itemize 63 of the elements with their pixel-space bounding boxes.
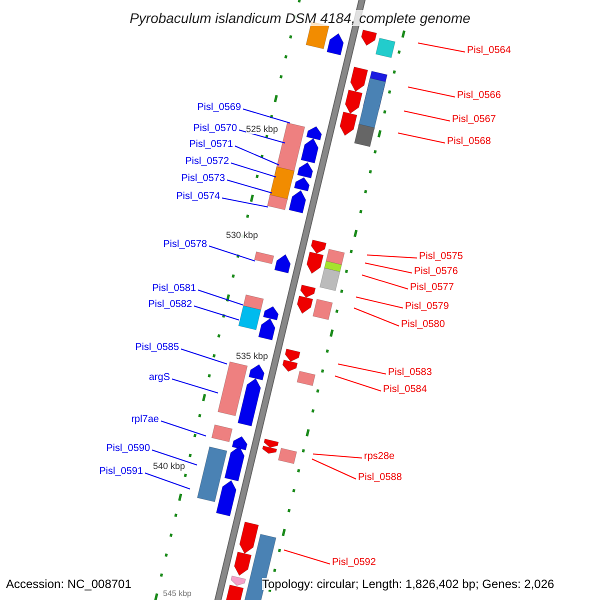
gene-label: Pisl_0576 <box>414 267 458 277</box>
leader-line <box>226 180 272 194</box>
scale-label: 530 kbp <box>226 231 258 240</box>
gene-label: Pisl_0583 <box>388 368 432 378</box>
leader-line <box>408 86 456 98</box>
gene-label: Pisl_0585 <box>135 343 179 353</box>
leader-line <box>418 42 466 52</box>
gene-label: Pisl_0570 <box>193 124 237 134</box>
scale-label: 540 kbp <box>153 462 186 471</box>
leader-line <box>362 274 408 290</box>
leader-line <box>208 246 256 262</box>
gene-label: Pisl_0588 <box>358 473 402 483</box>
leader-line <box>234 146 280 166</box>
leader-line <box>198 290 244 306</box>
leader-line <box>238 130 286 144</box>
leader-line <box>356 296 404 308</box>
leader-line <box>194 306 240 320</box>
gene-label: Pisl_0567 <box>452 115 496 125</box>
leader-line <box>334 376 382 392</box>
leader-line <box>172 378 218 394</box>
scale-label: 525 kbp <box>246 125 278 134</box>
leader-line <box>354 308 400 326</box>
gene-label: Pisl_0584 <box>383 385 427 395</box>
leader-line <box>222 198 268 208</box>
gene-label: rps28e <box>364 452 395 462</box>
gene-label: Pisl_0590 <box>106 444 150 454</box>
gene-label: Pisl_0580 <box>401 320 445 330</box>
leader-line <box>160 420 206 436</box>
gene-label: Pisl_0574 <box>176 192 220 202</box>
leader-line <box>312 458 356 480</box>
leader-line <box>312 454 362 458</box>
scale-label: 545 kbp <box>163 590 192 598</box>
gene-label: rpl7ae <box>131 415 159 425</box>
leader-line <box>364 262 412 274</box>
leader-line <box>366 254 418 258</box>
scale-label: 535 kbp <box>236 352 268 361</box>
gene-label: Pisl_0564 <box>467 46 511 56</box>
gene-label: Pisl_0581 <box>152 284 196 294</box>
gene-label: Pisl_0591 <box>99 467 143 477</box>
leader-line <box>180 348 228 364</box>
gene-label: Pisl_0566 <box>457 91 501 101</box>
leader-line <box>152 450 198 466</box>
gene-label: Pisl_0568 <box>447 137 491 147</box>
leader-line <box>230 162 276 178</box>
accession-label: Accession: NC_008701 <box>6 578 132 590</box>
leader-line <box>242 108 290 124</box>
gene-label: Pisl_0582 <box>148 300 192 310</box>
gene-label: Pisl_0592 <box>332 558 376 568</box>
gene-label: Pisl_0571 <box>189 140 233 150</box>
gene-label: Pisl_0575 <box>419 252 463 262</box>
gene-label: Pisl_0578 <box>163 240 207 250</box>
leader-line <box>144 472 190 490</box>
leader-line <box>284 550 330 564</box>
gene-label: Pisl_0577 <box>410 283 454 293</box>
leader-line <box>398 132 446 144</box>
gene-label: Pisl_0579 <box>405 302 449 312</box>
leader-line <box>338 364 386 374</box>
gene-label: Pisl_0573 <box>181 174 225 184</box>
genome-summary-label: Topology: circular; Length: 1,826,402 bp; Genes: 2,026 <box>262 578 554 590</box>
gene-label: Pisl_0569 <box>197 103 241 113</box>
gene-label: argS <box>148 373 170 383</box>
leader-line <box>404 110 450 122</box>
gene-label: Pisl_0572 <box>185 157 229 167</box>
